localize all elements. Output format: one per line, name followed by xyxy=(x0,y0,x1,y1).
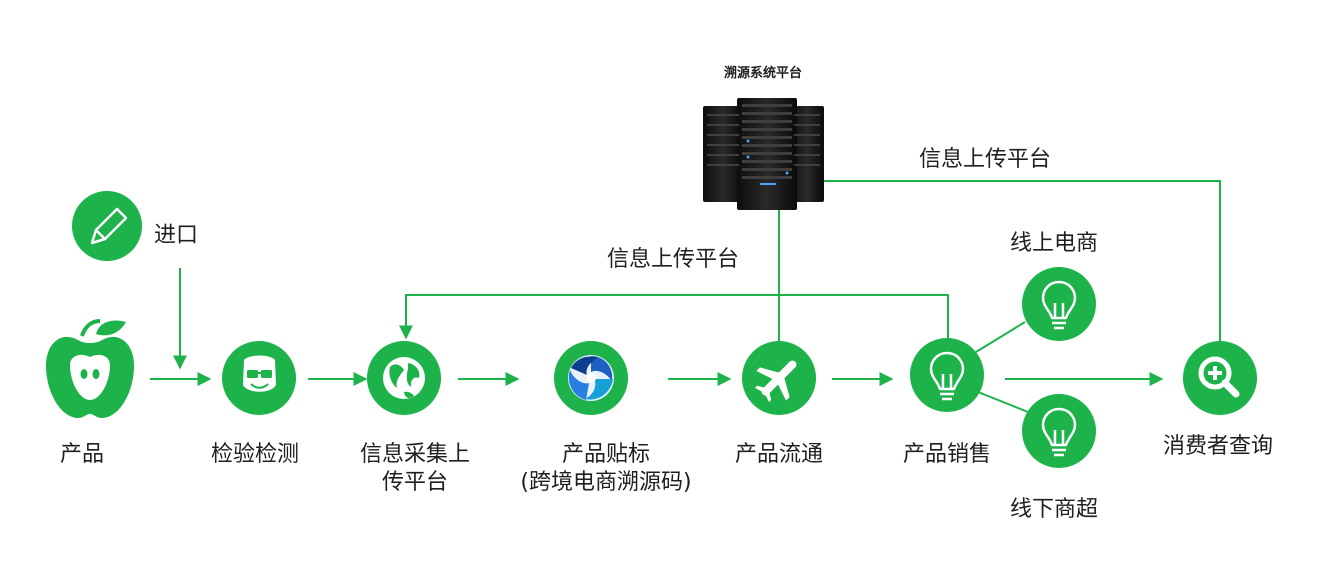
swirl-label-icon xyxy=(568,355,614,401)
consumer-label: 消费者查询 xyxy=(1162,434,1274,459)
inspector-face-icon xyxy=(243,355,276,392)
connectors xyxy=(150,180,1221,413)
labeling-node xyxy=(554,341,628,415)
product-label: 产品 xyxy=(59,442,105,467)
globe-icon xyxy=(383,357,425,399)
sales-node xyxy=(910,338,984,412)
collect-label-line1: 信息采集上 xyxy=(359,442,471,467)
lightbulb-icon xyxy=(1041,407,1077,457)
upload-label-top: 信息上传平台 xyxy=(919,147,1052,172)
search-plus-icon xyxy=(1198,356,1240,398)
branch-offline xyxy=(977,391,1029,413)
labeling-label-line2: (跨境电商溯源码) xyxy=(520,470,692,495)
online-branch-node xyxy=(1022,267,1096,341)
upload-label-mid: 信息上传平台 xyxy=(607,247,740,272)
labeling-label-line1: 产品贴标 xyxy=(561,442,651,467)
import-icon xyxy=(72,191,142,261)
lightbulb-icon xyxy=(929,351,965,401)
offline-label: 线下商超 xyxy=(1009,497,1099,522)
inspection-node xyxy=(222,341,296,415)
collect-label-line2: 传平台 xyxy=(381,470,449,495)
line-consumer-to-platform xyxy=(820,180,1221,342)
import-label: 进口 xyxy=(154,223,199,248)
platform-title: 溯源系统平台 xyxy=(723,66,803,81)
branch-online xyxy=(975,321,1026,353)
offline-branch-node xyxy=(1022,394,1096,468)
feedback-sales-to-collect xyxy=(399,294,949,342)
consumer-node xyxy=(1183,341,1257,415)
sales-label: 产品销售 xyxy=(902,442,992,467)
online-label: 线上电商 xyxy=(1009,231,1099,256)
transport-node xyxy=(742,341,816,415)
lightbulb-icon xyxy=(1041,280,1077,330)
collect-node xyxy=(367,341,441,415)
apple-icon xyxy=(45,319,135,418)
airplane-icon xyxy=(754,360,797,403)
server-rack-icon xyxy=(703,98,824,210)
pencil-icon xyxy=(90,207,128,245)
inspection-label: 检验检测 xyxy=(210,442,300,467)
transport-label: 产品流通 xyxy=(734,442,824,467)
